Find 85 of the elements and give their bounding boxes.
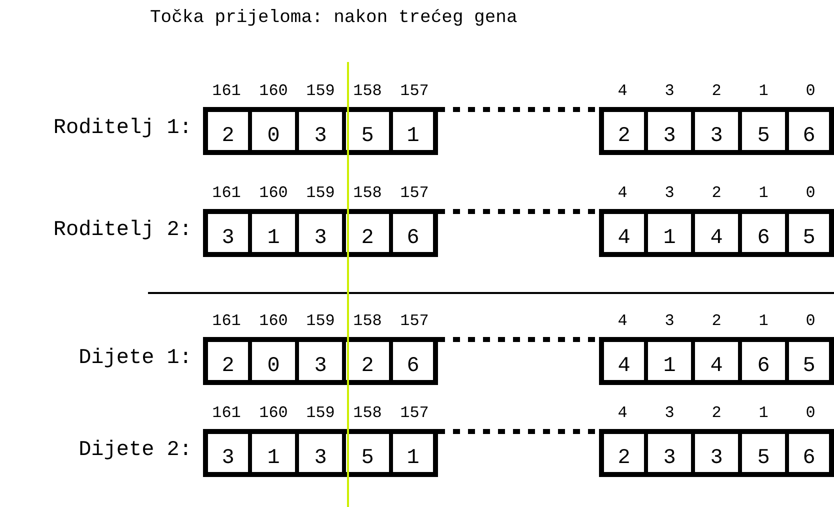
- gene-index: 157: [399, 404, 430, 422]
- gene-index: 4: [616, 184, 628, 202]
- gene-cell: 1: [250, 429, 297, 477]
- gene-index: 161: [211, 404, 242, 422]
- gene-cell: 6: [787, 429, 834, 477]
- gene-index: 3: [664, 404, 676, 422]
- gene-cell: 6: [787, 107, 834, 155]
- gene-index: 158: [352, 82, 383, 100]
- gene-cell: 5: [344, 107, 391, 155]
- gene-index: 160: [258, 312, 289, 330]
- gene-cell: 3: [297, 107, 344, 155]
- gene-cell: 4: [693, 337, 740, 385]
- gene-index: 158: [352, 184, 383, 202]
- gene-index: 158: [352, 312, 383, 330]
- gene-cell: 2: [599, 429, 646, 477]
- gene-index: 0: [804, 312, 816, 330]
- row-label: Roditelj 2:: [53, 219, 192, 242]
- gene-index: 159: [305, 404, 336, 422]
- gene-index: 3: [664, 82, 676, 100]
- gene-cell: 6: [740, 337, 787, 385]
- gene-cell: 1: [646, 209, 693, 257]
- gene-cell: 1: [250, 209, 297, 257]
- gene-index: 0: [804, 404, 816, 422]
- gene-index: 2: [710, 82, 722, 100]
- gene-index: 1: [758, 404, 770, 422]
- gene-index: 157: [399, 82, 430, 100]
- gene-index: 159: [305, 184, 336, 202]
- gene-cell: 3: [297, 429, 344, 477]
- gene-index: 1: [758, 184, 770, 202]
- gene-index: 4: [616, 82, 628, 100]
- gene-cell: 3: [646, 107, 693, 155]
- gene-cell: 3: [693, 107, 740, 155]
- gene-index: 0: [804, 184, 816, 202]
- gene-cell: 5: [787, 337, 834, 385]
- gene-cell: 4: [599, 337, 646, 385]
- gene-index: 0: [804, 82, 816, 100]
- gene-cell: 2: [203, 107, 250, 155]
- title: Točka prijeloma: nakon trećeg gena: [150, 8, 518, 28]
- gene-cell: 6: [740, 209, 787, 257]
- gene-cell: 1: [646, 337, 693, 385]
- gene-cell: 2: [203, 337, 250, 385]
- gene-index: 2: [710, 312, 722, 330]
- gene-cell: 3: [297, 337, 344, 385]
- gene-index: 159: [305, 82, 336, 100]
- gene-index: 160: [258, 404, 289, 422]
- gene-cell: 5: [740, 107, 787, 155]
- gene-cell: 3: [693, 429, 740, 477]
- gene-index: 1: [758, 82, 770, 100]
- gene-index: 3: [664, 312, 676, 330]
- gene-index: 157: [399, 312, 430, 330]
- gene-cell: 3: [203, 429, 250, 477]
- gene-cell: 2: [344, 337, 391, 385]
- gene-cell: 5: [740, 429, 787, 477]
- gene-cell: 0: [250, 107, 297, 155]
- gene-cell: 3: [646, 429, 693, 477]
- gene-index: 161: [211, 184, 242, 202]
- gene-cell: 5: [787, 209, 834, 257]
- gene-index: 4: [616, 404, 628, 422]
- gene-cell: 3: [297, 209, 344, 257]
- gene-index: 157: [399, 184, 430, 202]
- gene-cell: 6: [391, 337, 438, 385]
- gene-cell: 2: [599, 107, 646, 155]
- gene-index: 2: [710, 184, 722, 202]
- gene-cell: 1: [391, 107, 438, 155]
- gene-cell: 4: [599, 209, 646, 257]
- row-label: Dijete 1:: [78, 347, 192, 370]
- gene-cell: 0: [250, 337, 297, 385]
- gene-index: 160: [258, 82, 289, 100]
- gene-index: 158: [352, 404, 383, 422]
- gene-cell: 4: [693, 209, 740, 257]
- gene-cell: 3: [203, 209, 250, 257]
- gene-cell: 2: [344, 209, 391, 257]
- gene-index: 2: [710, 404, 722, 422]
- gene-index: 3: [664, 184, 676, 202]
- row-label: Roditelj 1:: [53, 117, 192, 140]
- gene-index: 4: [616, 312, 628, 330]
- gene-index: 1: [758, 312, 770, 330]
- row-label: Dijete 2:: [78, 439, 192, 462]
- gene-cell: 6: [391, 209, 438, 257]
- gene-cell: 5: [344, 429, 391, 477]
- gene-index: 161: [211, 82, 242, 100]
- gene-index: 161: [211, 312, 242, 330]
- gene-index: 160: [258, 184, 289, 202]
- gene-cell: 1: [391, 429, 438, 477]
- gene-index: 159: [305, 312, 336, 330]
